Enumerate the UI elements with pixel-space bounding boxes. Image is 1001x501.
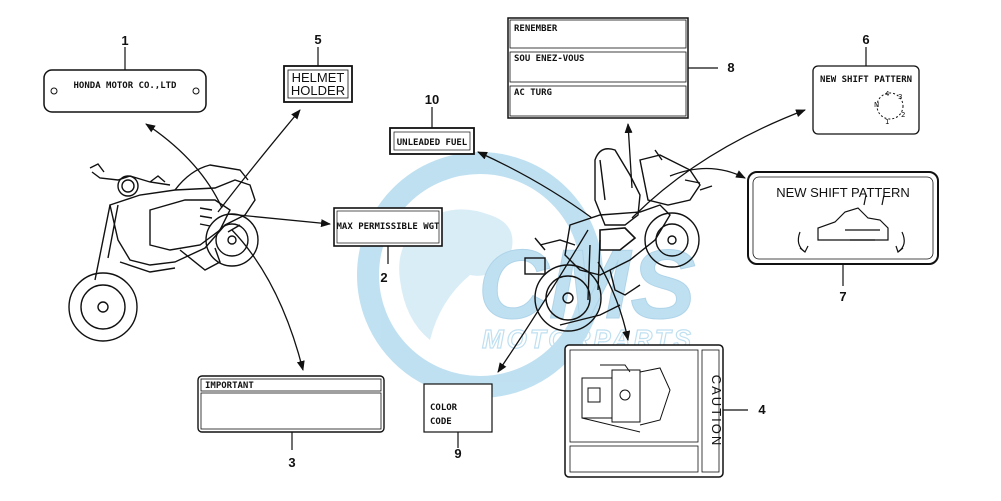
callout-number-9: 9 — [454, 446, 461, 461]
arrow-to-label-4 — [597, 261, 631, 341]
label-8-text-line2: SOU ENEZ-VOUS — [514, 54, 584, 64]
svg-text:N: N — [874, 101, 879, 109]
label-9-color-code: COLOR CODE 9 — [423, 383, 493, 461]
callout-number-7: 7 — [839, 289, 846, 304]
label-2-text: MAX PERMISSIBLE WGT — [337, 222, 441, 232]
arrow-to-label-8 — [624, 123, 633, 189]
engine-illustration-icon — [581, 364, 671, 433]
label-8-remember: RENEMBER SOU ENEZ-VOUS AC TURG 8 — [507, 17, 735, 119]
label-3-text: IMPORTANT — [205, 381, 254, 391]
label-5-text-line2: HOLDER — [291, 83, 345, 98]
label-1-text: HONDA MOTOR CO.,LTD — [74, 81, 178, 91]
callout-number-4: 4 — [758, 402, 766, 417]
arrow-to-label-10 — [477, 151, 593, 219]
shift-dial-icon: 4 3 N 2 1 — [874, 90, 905, 126]
svg-text:2: 2 — [901, 111, 905, 119]
svg-text:3: 3 — [898, 93, 902, 101]
callout-number-10: 10 — [425, 92, 439, 107]
label-6-text: NEW SHIFT PATTERN — [820, 75, 912, 85]
callout-number-2: 2 — [380, 270, 387, 285]
arrow-to-label-7 — [669, 167, 746, 179]
motorcycle-left-illustration — [68, 163, 259, 342]
arrow-to-label-1 — [145, 123, 223, 209]
label-4-text: CAUTION — [709, 375, 724, 448]
label-8-text-line1: RENEMBER — [514, 24, 558, 34]
label-3-important: IMPORTANT 3 — [197, 375, 385, 470]
arrow-to-label-3 — [231, 229, 305, 371]
svg-text:1: 1 — [885, 118, 889, 126]
label-10-text: UNLEADED FUEL — [397, 138, 468, 148]
label-1-honda-plate: HONDA MOTOR CO.,LTD 1 — [43, 33, 207, 113]
label-7-text: NEW SHIFT PATTERN — [776, 185, 910, 200]
callout-number-5: 5 — [314, 32, 321, 47]
motorcycle-right-illustration — [524, 148, 713, 332]
label-9-text-line1: COLOR — [430, 403, 458, 413]
arrow-to-label-6 — [631, 109, 806, 219]
label-2-max-permissible: MAX PERMISSIBLE WGT 2 — [333, 207, 443, 285]
label-8-text-line3: AC TURG — [514, 88, 552, 98]
label-5-helmet-holder: HELMET HOLDER 5 — [283, 32, 353, 103]
svg-text:4: 4 — [885, 90, 890, 98]
callout-number-1: 1 — [121, 33, 128, 48]
arrow-to-label-9 — [497, 229, 589, 373]
callout-number-6: 6 — [862, 32, 869, 47]
callout-number-8: 8 — [727, 60, 734, 75]
label-4-caution: CAUTION 4 — [564, 344, 766, 478]
arrow-to-label-5 — [217, 109, 301, 213]
label-6-shift-pattern-small: NEW SHIFT PATTERN 4 3 N 2 1 6 — [812, 32, 920, 135]
label-9-text-line2: CODE — [430, 417, 452, 427]
label-10-unleaded-fuel: UNLEADED FUEL 10 — [389, 92, 475, 155]
watermark-brand: CMS — [478, 229, 696, 339]
arrow-to-label-2 — [227, 213, 331, 228]
leader-arrows — [145, 109, 806, 373]
label-7-shift-pattern-large: NEW SHIFT PATTERN 7 — [747, 171, 939, 304]
label-5-text-line1: HELMET — [292, 70, 345, 85]
shift-boot-icon — [797, 194, 905, 254]
callout-number-3: 3 — [288, 455, 295, 470]
